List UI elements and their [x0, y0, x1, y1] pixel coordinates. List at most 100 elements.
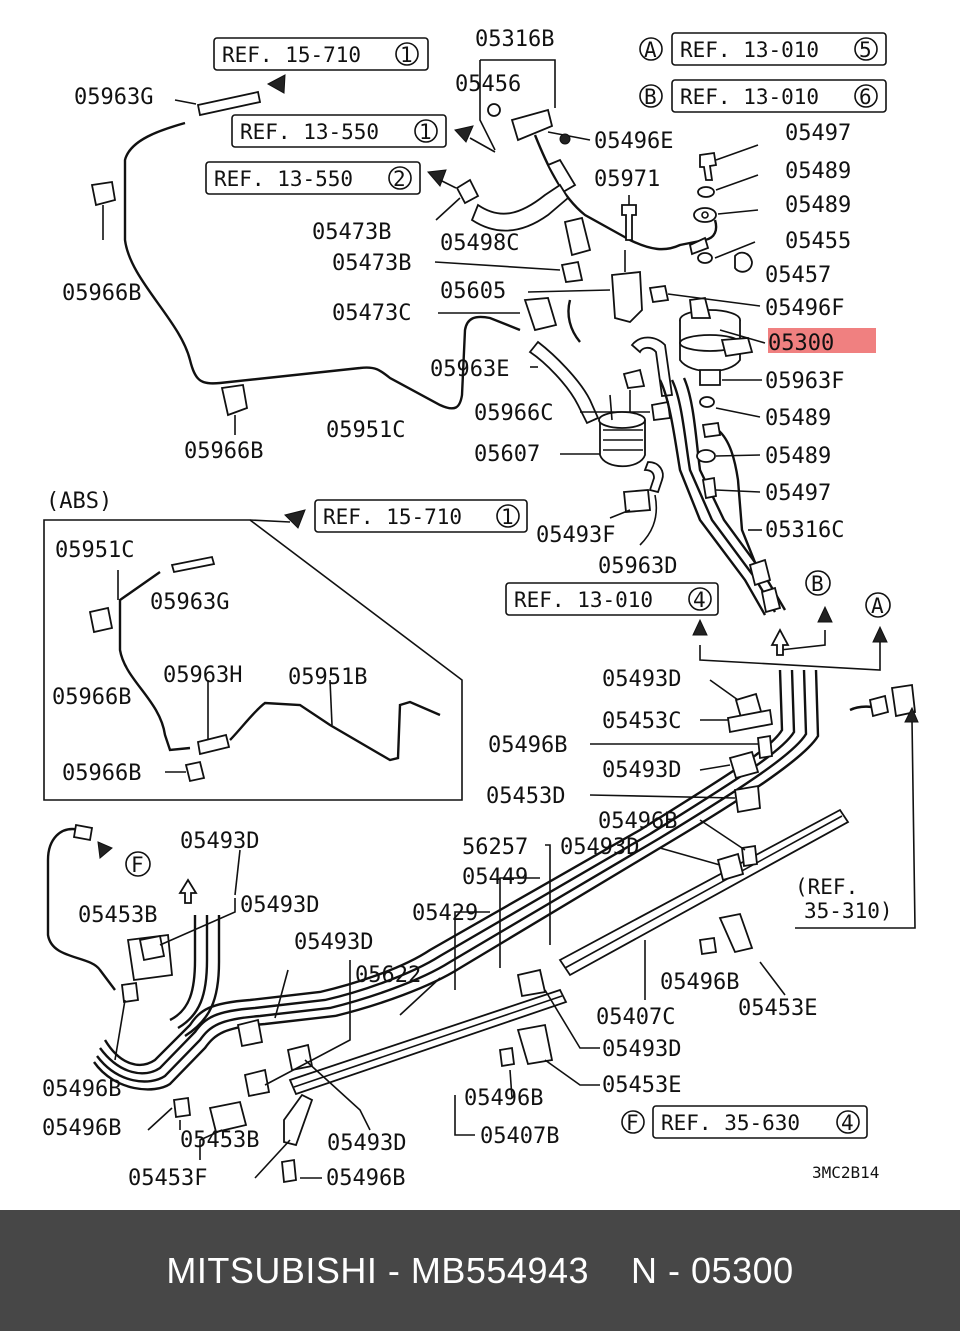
clip-05966b-icon: [88, 606, 114, 634]
bolt-05496b-icon: [741, 844, 758, 868]
part-label[interactable]: 05449: [462, 865, 528, 890]
part-label[interactable]: 05407C: [596, 1005, 675, 1030]
part-label[interactable]: 05497: [765, 481, 831, 506]
ref-box-15-710-top: REF. 15-710 1: [213, 37, 429, 71]
part-label[interactable]: 05493F: [536, 523, 615, 548]
part-label[interactable]: 05316C: [765, 518, 844, 543]
bolt-05971-icon: [621, 204, 637, 241]
ref-box-13-010-5: A REF. 13-010 5: [639, 32, 887, 66]
part-label[interactable]: 05496B: [660, 970, 739, 995]
drawing-code: 3MC2B14: [812, 1163, 879, 1182]
part-label[interactable]: 05493D: [602, 1037, 681, 1062]
part-label[interactable]: 05966B: [52, 685, 131, 710]
svg-text:4: 4: [841, 1111, 854, 1135]
arrow-outline-icon: [770, 628, 790, 656]
part-label[interactable]: 05493D: [327, 1131, 406, 1156]
part-label[interactable]: 05493D: [602, 667, 681, 692]
part-label[interactable]: 05951B: [288, 665, 367, 690]
abs-inset-frame: [43, 519, 463, 801]
part-label[interactable]: 05429: [412, 901, 478, 926]
svg-text:REF. 13-550: REF. 13-550: [240, 120, 379, 144]
part-label[interactable]: 05966B: [62, 761, 141, 786]
part-label[interactable]: 05453D: [486, 784, 565, 809]
part-label[interactable]: 05963D: [598, 554, 677, 579]
clip-05966b-icon: [90, 180, 117, 240]
part-label[interactable]: 05407B: [480, 1124, 559, 1149]
svg-text:B: B: [644, 85, 657, 109]
svg-text:REF. 13-010: REF. 13-010: [680, 85, 819, 109]
part-label[interactable]: 05607: [474, 442, 540, 467]
bracket-05453f-icon: [283, 1093, 314, 1147]
part-label[interactable]: 05497: [785, 121, 851, 146]
part-label[interactable]: 05453B: [78, 903, 157, 928]
part-label[interactable]: 05455: [785, 229, 851, 254]
arrow-icon: [872, 625, 888, 643]
part-label[interactable]: 05489: [785, 193, 851, 218]
part-label[interactable]: 56257: [462, 835, 528, 860]
part-label[interactable]: 05493D: [602, 758, 681, 783]
bolt-05496b-icon: [757, 734, 773, 760]
part-label[interactable]: 05496B: [326, 1166, 405, 1191]
footer-brand: MITSUBISHI: [166, 1249, 378, 1291]
bolt-05497-icon: [699, 151, 718, 181]
part-label[interactable]: 05453C: [602, 709, 681, 734]
footer-separator: -: [377, 1249, 411, 1291]
part-label[interactable]: 05489: [765, 444, 831, 469]
part-label[interactable]: 05963G: [74, 85, 153, 110]
washer-05489-icon: [696, 449, 716, 463]
part-label[interactable]: 05498C: [440, 231, 519, 256]
part-label[interactable]: 05966B: [62, 281, 141, 306]
part-label[interactable]: 05951C: [55, 538, 134, 563]
part-label[interactable]: 05622: [355, 963, 421, 988]
ref-box-13-550-1: REF. 13-550 1: [231, 114, 447, 148]
part-label[interactable]: 05605: [440, 279, 506, 304]
bolt-05496b-icon: [698, 936, 718, 956]
part-label[interactable]: 05951C: [326, 418, 405, 443]
part-label[interactable]: 05966B: [184, 439, 263, 464]
arrow-icon: [427, 169, 447, 187]
part-label[interactable]: 05971: [594, 167, 660, 192]
part-label[interactable]: 05496B: [42, 1116, 121, 1141]
marker-a: A: [865, 592, 891, 618]
part-label[interactable]: 05963H: [163, 663, 242, 688]
part-label[interactable]: 05489: [785, 159, 851, 184]
part-label[interactable]: 05493D: [240, 893, 319, 918]
part-label[interactable]: 05493D: [294, 930, 373, 955]
part-label[interactable]: 05963F: [765, 369, 844, 394]
pipe-05951b: [229, 700, 441, 762]
part-label[interactable]: 05963G: [150, 590, 229, 615]
part-label[interactable]: 05457: [765, 263, 831, 288]
part-label[interactable]: 05496B: [464, 1086, 543, 1111]
part-label[interactable]: 05453F: [128, 1166, 207, 1191]
part-label[interactable]: 05493D: [180, 829, 259, 854]
part-label[interactable]: 05963E: [430, 357, 509, 382]
part-label[interactable]: 05496B: [488, 733, 567, 758]
ref-box-15-710-abs: REF. 15-710 1: [314, 499, 528, 533]
abs-label: (ABS): [46, 489, 112, 514]
part-label[interactable]: 05966C: [474, 401, 553, 426]
clip-05493d-icon: [728, 750, 760, 780]
part-label[interactable]: 05489: [765, 406, 831, 431]
part-label[interactable]: 05456: [455, 72, 521, 97]
part-label[interactable]: 05473B: [332, 251, 411, 276]
hose-05963g: [196, 90, 262, 117]
part-label[interactable]: 05473C: [332, 301, 411, 326]
clamp-05457-icon: [734, 251, 753, 273]
part-label[interactable]: 05493D: [560, 835, 639, 860]
part-label[interactable]: 05453B: [180, 1128, 259, 1153]
clip-05493d-icon: [716, 852, 745, 882]
part-label[interactable]: 05496B: [42, 1077, 121, 1102]
svg-text:4: 4: [693, 588, 706, 612]
part-label[interactable]: 05473B: [312, 220, 391, 245]
svg-text:F: F: [131, 853, 144, 877]
part-label[interactable]: 05496B: [598, 809, 677, 834]
bracket-05453e-icon: [516, 1023, 554, 1066]
part-label[interactable]: 05316B: [475, 27, 554, 52]
part-label[interactable]: 05496E: [594, 129, 673, 154]
part-label[interactable]: 05453E: [738, 996, 817, 1021]
highlight-label-05300[interactable]: 05300: [768, 331, 834, 356]
part-label[interactable]: 05453E: [602, 1073, 681, 1098]
part-label[interactable]: 05496F: [765, 296, 844, 321]
clip-05493d-icon: [138, 934, 166, 962]
svg-text:REF. 13-010: REF. 13-010: [680, 38, 819, 62]
